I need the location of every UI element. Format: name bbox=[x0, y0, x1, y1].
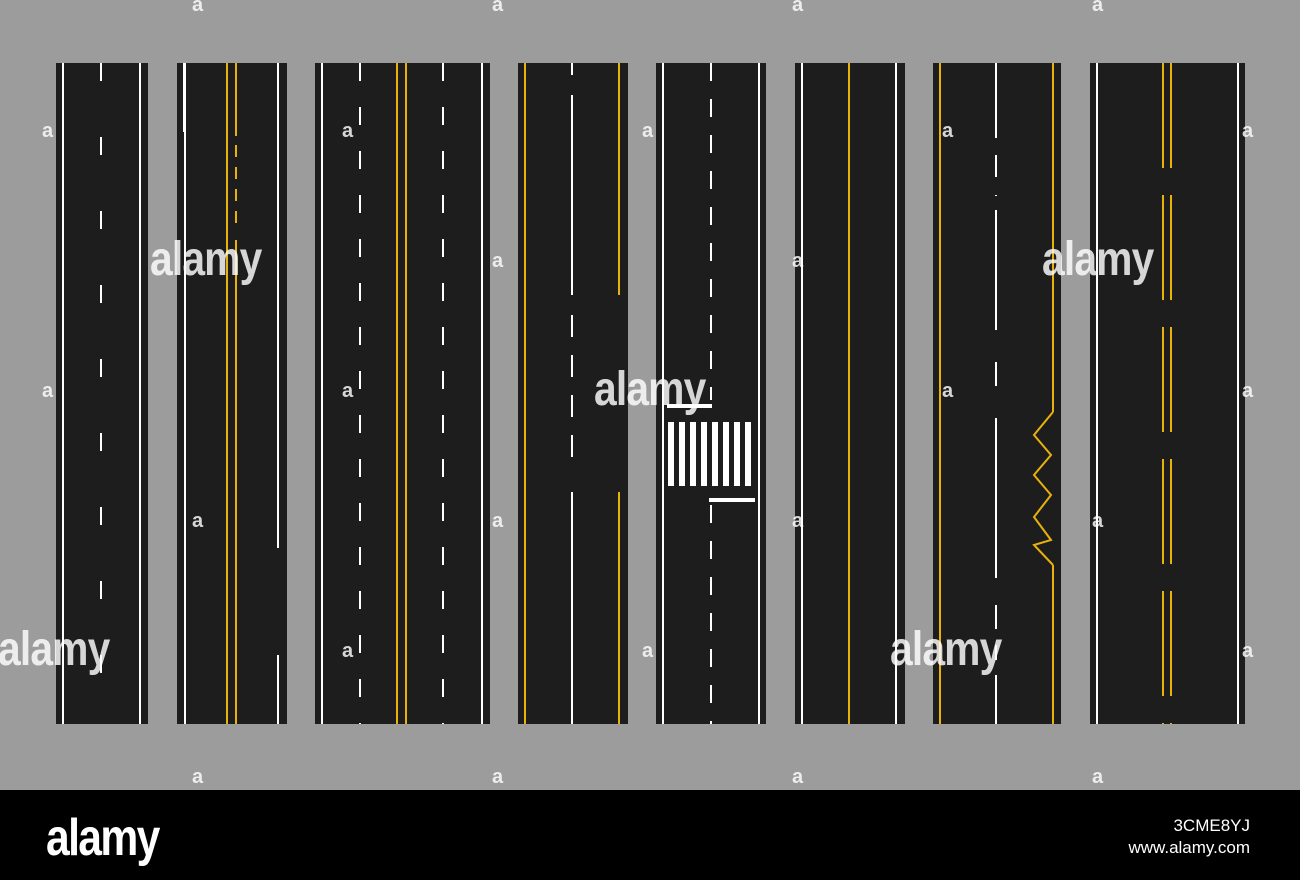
road-segment-2 bbox=[177, 63, 287, 724]
road-segment-3 bbox=[315, 63, 490, 724]
footer-image-id: 3CME8YJ bbox=[1173, 816, 1250, 835]
crosswalk-stripe bbox=[745, 422, 751, 486]
stock-footer-bar: alamy 3CME8YJ www.alamy.com bbox=[0, 790, 1300, 880]
crosswalk-stripe bbox=[679, 422, 685, 486]
crosswalk-stripe bbox=[690, 422, 696, 486]
crosswalk-stripe bbox=[734, 422, 740, 486]
crosswalk-stripe bbox=[668, 422, 674, 486]
footer-url: www.alamy.com bbox=[1128, 838, 1250, 857]
stop-line bbox=[709, 498, 755, 502]
crosswalk-stripe bbox=[723, 422, 729, 486]
crosswalk-stripe bbox=[712, 422, 718, 486]
road-segment-8 bbox=[1090, 63, 1245, 724]
road-segment-1 bbox=[56, 63, 148, 724]
crosswalk-stripe bbox=[701, 422, 707, 486]
stop-line bbox=[667, 404, 712, 408]
yellow-zigzag-marking bbox=[1032, 411, 1054, 566]
road-segments-canvas bbox=[56, 63, 1245, 724]
road-markings-illustration: alamy alamy alamy alamy alamy a a a a a … bbox=[0, 0, 1254, 788]
footer-logo: alamy bbox=[46, 809, 160, 867]
